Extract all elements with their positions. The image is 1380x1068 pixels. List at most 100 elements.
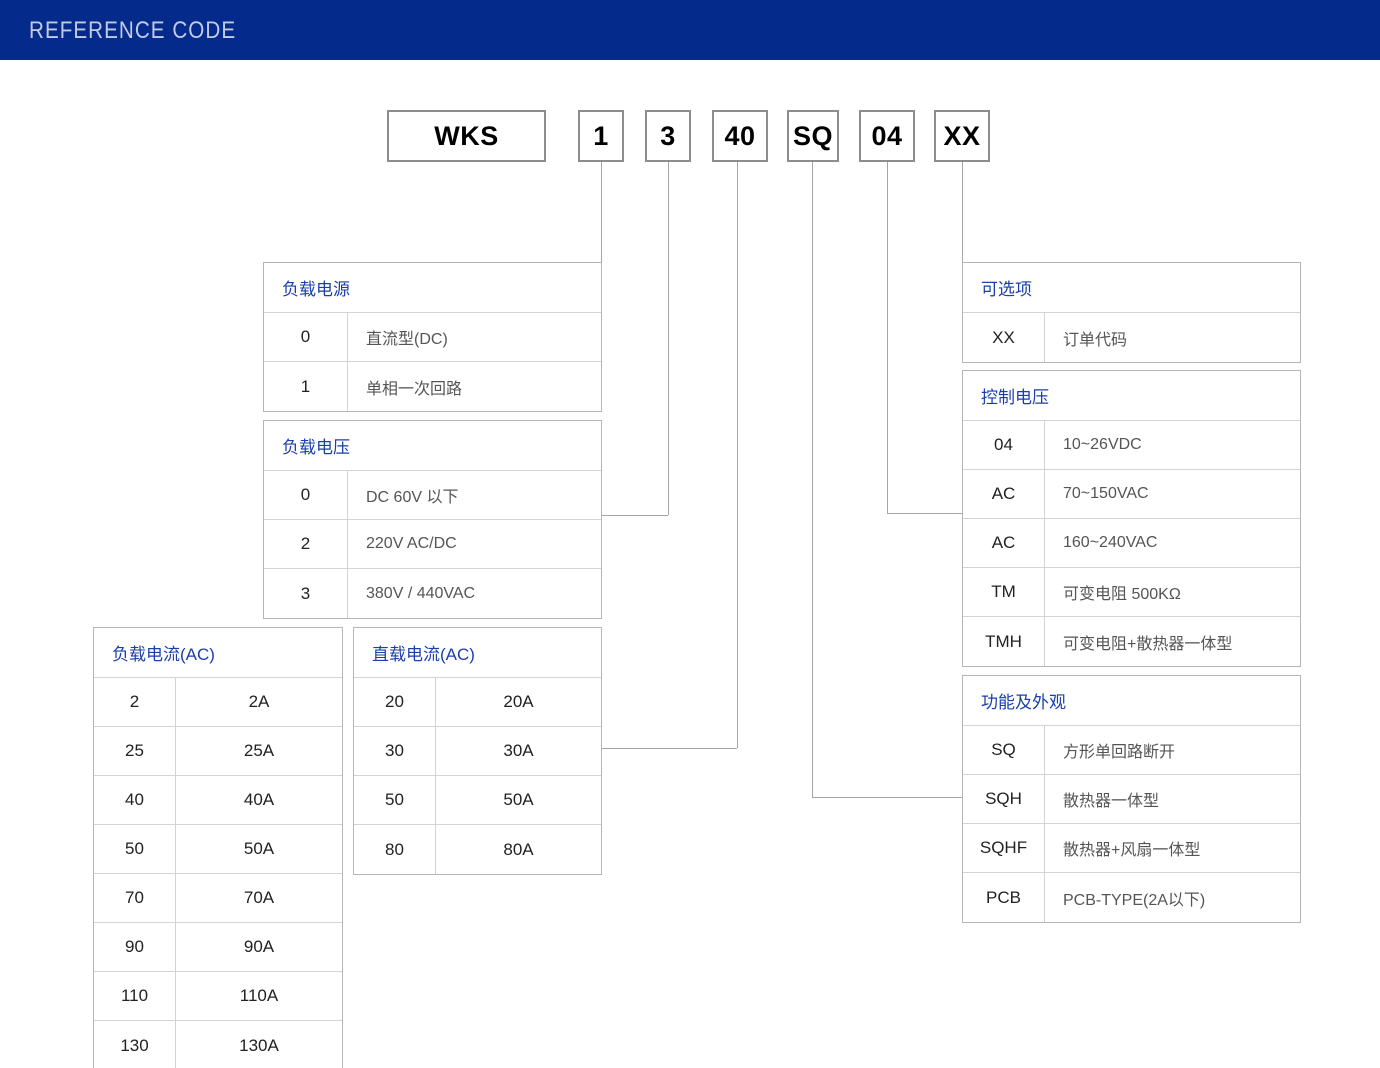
row-code: 110 xyxy=(94,972,176,1020)
row-code: 25 xyxy=(94,727,176,775)
table-row: SQ 方形单回路断开 xyxy=(963,726,1300,775)
row-desc: 130A xyxy=(239,1035,279,1055)
row-desc: 40A xyxy=(243,790,275,809)
table-row: 25 25A xyxy=(94,727,342,776)
table-direct-current-ac-header: 直载电流(AC) xyxy=(354,628,601,678)
row-desc: 直流型(DC) xyxy=(366,331,448,348)
table-row: SQH 散热器一体型 xyxy=(963,775,1300,824)
connector-control-voltage-vertical xyxy=(887,162,888,513)
table-direct-current-ac: 直载电流(AC) 20 20A 30 30A 50 50A 80 80A xyxy=(353,627,602,875)
table-row: 20 20A xyxy=(354,678,601,727)
table-row: AC 70~150VAC xyxy=(963,470,1300,519)
table-row: SQHF 散热器+风扇一体型 xyxy=(963,824,1300,873)
connector-function-vertical xyxy=(812,162,813,797)
row-desc: 220V AC/DC xyxy=(366,535,457,552)
connector-control-voltage-horizontal xyxy=(887,513,962,514)
row-desc: 单相一次回路 xyxy=(366,380,463,398)
row-code: 90 xyxy=(94,923,176,971)
row-desc: 20A xyxy=(503,692,534,711)
row-desc: 50A xyxy=(243,839,275,858)
row-desc: 订单代码 xyxy=(1063,331,1128,349)
table-row: 0 直流型(DC) xyxy=(264,313,601,362)
table-control-voltage-header: 控制电压 xyxy=(963,371,1300,421)
connector-function-horizontal xyxy=(812,797,962,798)
row-code: 0 xyxy=(264,313,348,361)
row-desc: 50A xyxy=(503,790,534,809)
table-load-power: 负载电源 0 直流型(DC) 1 单相一次回路 xyxy=(263,262,602,412)
table-row: TMH 可变电阻+散热器一体型 xyxy=(963,617,1300,666)
table-row: 2 2A xyxy=(94,678,342,727)
row-code: 3 xyxy=(264,569,348,618)
row-code: SQHF xyxy=(963,824,1045,872)
row-code: 0 xyxy=(264,471,348,519)
row-code: 2 xyxy=(94,678,176,726)
row-desc: 30A xyxy=(503,741,534,760)
table-function-appearance: 功能及外观 SQ 方形单回路断开 SQH 散热器一体型 SQHF 散热器+风扇一… xyxy=(962,675,1301,923)
row-code: 30 xyxy=(354,727,436,775)
code-box-options[interactable]: XX xyxy=(934,110,990,162)
row-code: 04 xyxy=(963,421,1045,469)
row-code: SQ xyxy=(963,726,1045,774)
row-desc: 散热器一体型 xyxy=(1063,793,1160,810)
table-row: 50 50A xyxy=(354,776,601,825)
code-box-function[interactable]: SQ xyxy=(787,110,839,162)
row-code: 40 xyxy=(94,776,176,824)
row-code: TM xyxy=(963,568,1045,616)
row-code: 80 xyxy=(354,825,436,874)
row-desc: 70~150VAC xyxy=(1063,485,1149,502)
row-desc: 110A xyxy=(239,986,279,1005)
code-box-series[interactable]: WKS xyxy=(387,110,546,162)
row-code: TMH xyxy=(963,617,1045,666)
row-code: 2 xyxy=(264,520,348,568)
row-desc: 380V / 440VAC xyxy=(366,584,476,602)
table-options-header: 可选项 xyxy=(963,263,1300,313)
table-row: TM 可变电阻 500KΩ xyxy=(963,568,1300,617)
row-code: 1 xyxy=(264,362,348,411)
row-desc: 2A xyxy=(248,692,270,711)
table-row: PCB PCB-TYPE(2A以下) xyxy=(963,873,1300,922)
row-desc: PCB-TYPE(2A以下) xyxy=(1063,891,1206,909)
row-code: 70 xyxy=(94,874,176,922)
row-desc: 方形单回路断开 xyxy=(1063,744,1176,761)
table-row: 0 DC 60V 以下 xyxy=(264,471,601,520)
table-row: 50 50A xyxy=(94,825,342,874)
row-desc: 70A xyxy=(243,888,275,907)
table-row: 40 40A xyxy=(94,776,342,825)
connector-load-current-vertical xyxy=(737,162,738,748)
row-desc: 160~240VAC xyxy=(1063,534,1158,551)
page-title: REFERENCE CODE xyxy=(29,17,237,44)
row-desc: 可变电阻 500KΩ xyxy=(1063,586,1181,603)
table-row: AC 160~240VAC xyxy=(963,519,1300,568)
row-code: 50 xyxy=(94,825,176,873)
table-load-power-header: 负载电源 xyxy=(264,263,601,313)
row-desc: 80A xyxy=(503,839,534,859)
row-code: SQH xyxy=(963,775,1045,823)
table-load-voltage: 负载电压 0 DC 60V 以下 2 220V AC/DC 3 380V / 4… xyxy=(263,420,602,619)
connector-load-voltage-vertical xyxy=(668,162,669,515)
code-box-load-voltage[interactable]: 3 xyxy=(645,110,691,162)
row-desc: DC 60V 以下 xyxy=(366,489,459,506)
connector-options xyxy=(962,162,963,263)
row-desc: 10~26VDC xyxy=(1063,436,1142,453)
row-code: 130 xyxy=(94,1021,176,1068)
table-control-voltage: 控制电压 04 10~26VDC AC 70~150VAC AC 160~240… xyxy=(962,370,1301,667)
row-code: AC xyxy=(963,470,1045,518)
row-code: XX xyxy=(963,313,1045,362)
code-box-control-voltage[interactable]: 04 xyxy=(859,110,915,162)
table-row: 1 单相一次回路 xyxy=(264,362,601,411)
code-box-load-power[interactable]: 1 xyxy=(578,110,624,162)
table-row: 70 70A xyxy=(94,874,342,923)
table-row: 30 30A xyxy=(354,727,601,776)
row-desc: 可变电阻+散热器一体型 xyxy=(1063,635,1233,653)
header-bar: REFERENCE CODE xyxy=(0,0,1380,60)
connector-load-current-horizontal xyxy=(601,748,737,749)
table-row: XX 订单代码 xyxy=(963,313,1300,362)
table-load-voltage-header: 负载电压 xyxy=(264,421,601,471)
row-code: PCB xyxy=(963,873,1045,922)
connector-load-power xyxy=(601,162,602,263)
connector-load-voltage-horizontal xyxy=(601,515,668,516)
code-box-load-current[interactable]: 40 xyxy=(712,110,768,162)
table-row: 130 130A xyxy=(94,1021,342,1068)
table-row: 80 80A xyxy=(354,825,601,874)
